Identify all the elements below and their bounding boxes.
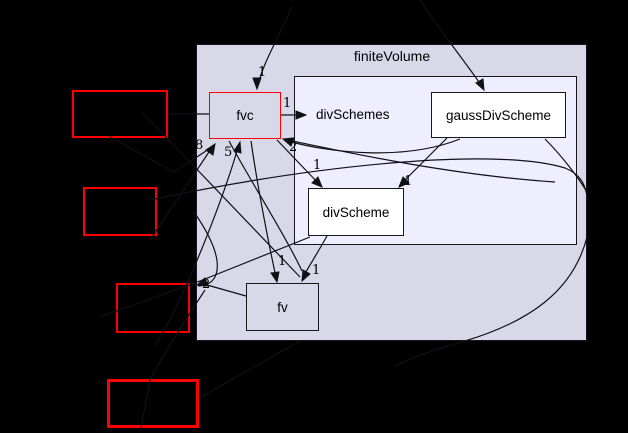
node-gaussDivScheme[interactable]: gaussDivScheme [431, 92, 566, 138]
edge-label-fvc-to-divSchemes: 1 [283, 96, 292, 111]
node-divScheme-label: divScheme [322, 204, 390, 220]
cluster-label-divSchemes[interactable]: divSchemes [316, 107, 390, 122]
edge-label-into-fv-left: 1 [278, 254, 287, 269]
edge-label-into-fvc-5: 5 [224, 145, 233, 160]
edge-bottom-to-box4 [198, 340, 301, 399]
external-dir-box-1[interactable] [72, 90, 168, 138]
node-fvc-label: fvc [236, 108, 254, 123]
external-dir-box-2[interactable] [83, 187, 157, 236]
edge-label-into-fvc-8: 8 [195, 138, 204, 153]
edge-label-into-divScheme-left: 1 [313, 158, 322, 173]
edge-into-fvc-8c [109, 136, 175, 173]
node-fv-label: fv [277, 299, 288, 315]
node-fvc[interactable]: fvc [209, 92, 281, 139]
edge-label-into-fvc-top: 1 [258, 65, 267, 80]
external-dir-box-3[interactable] [116, 283, 190, 333]
node-fv[interactable]: fv [246, 283, 319, 331]
node-divScheme[interactable]: divScheme [308, 188, 404, 236]
node-gaussDivScheme-label: gaussDivScheme [445, 107, 552, 123]
edge-label-into-fvc-2: 2 [289, 140, 298, 155]
cluster-label-finiteVolume[interactable]: finiteVolume [353, 48, 431, 64]
edge-label-into-divScheme-right: 1 [404, 174, 413, 189]
edge-label-into-fv-right: 1 [312, 263, 321, 278]
external-dir-box-4[interactable] [107, 379, 199, 428]
edge-label-fv-to-left-2: 2 [202, 277, 211, 292]
